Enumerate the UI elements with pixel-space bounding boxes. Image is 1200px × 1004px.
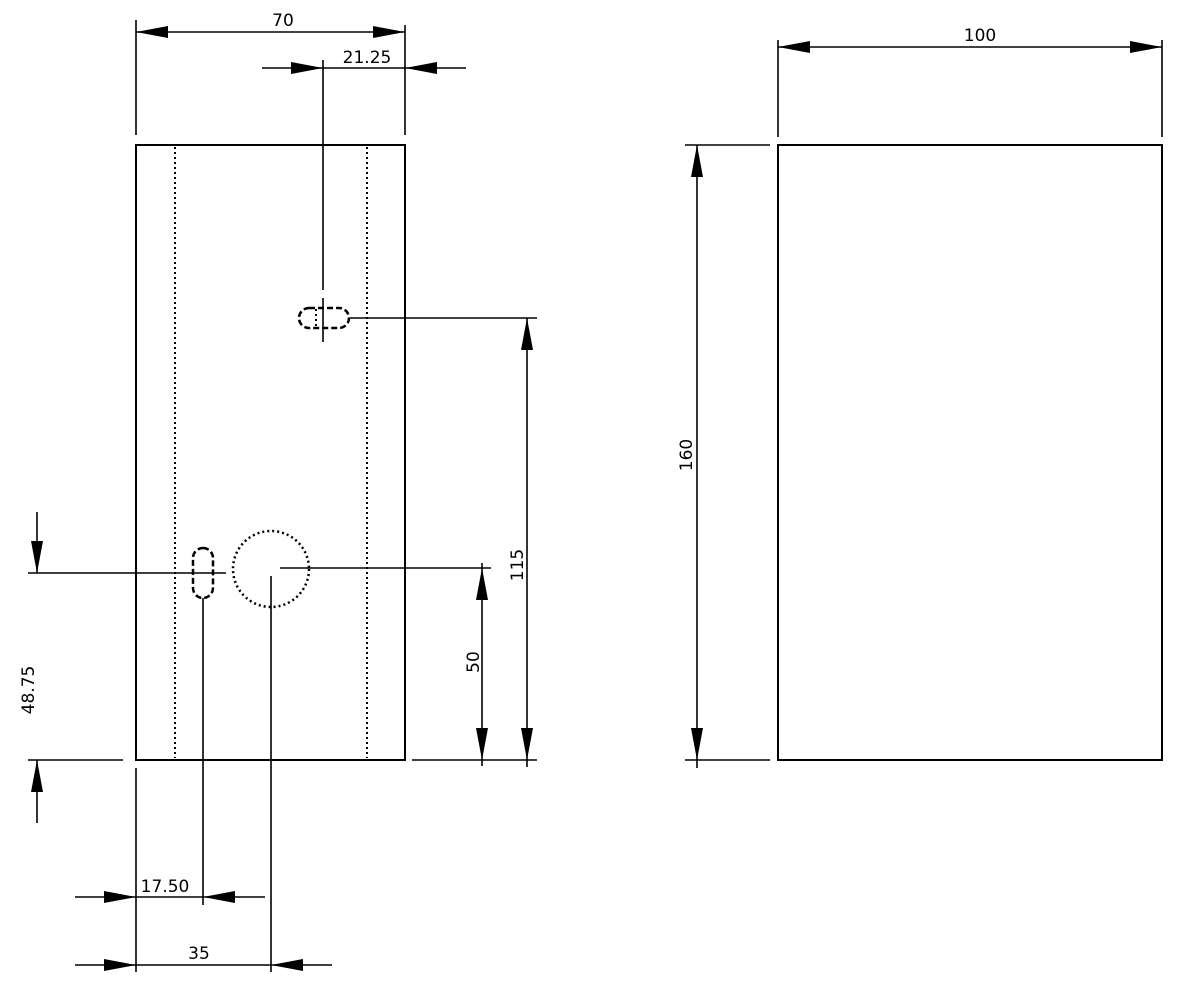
side-view xyxy=(777,144,1163,761)
dimension-bottom-slot-offset: 17.50 xyxy=(75,598,265,972)
dimension-width-70: 70 xyxy=(135,11,406,135)
hidden-hole xyxy=(231,529,311,609)
dimension-top-slot-offset: 21.25 xyxy=(262,48,466,342)
dimension-label: 100 xyxy=(964,26,996,46)
dimension-hole-height: 50 xyxy=(280,563,491,766)
dimension-label: 17.50 xyxy=(141,877,190,897)
dimension-top-slot-height: 115 xyxy=(350,317,537,767)
dimension-label: 21.25 xyxy=(343,48,392,68)
dimension-hole-offset: 35 xyxy=(75,576,332,972)
dimension-label: 50 xyxy=(464,651,484,673)
side-view-outline xyxy=(777,144,1163,761)
dimension-label: 70 xyxy=(272,11,294,31)
dimension-bottom-slot-height: 48.75 xyxy=(19,512,226,823)
dimension-side-height: 160 xyxy=(677,144,770,768)
dimension-label: 115 xyxy=(508,549,528,581)
top-slot xyxy=(297,306,351,330)
dimension-side-width: 100 xyxy=(777,26,1163,137)
dimension-label: 48.75 xyxy=(19,666,39,715)
dimension-label: 160 xyxy=(677,439,697,471)
dimension-label: 35 xyxy=(188,944,210,964)
